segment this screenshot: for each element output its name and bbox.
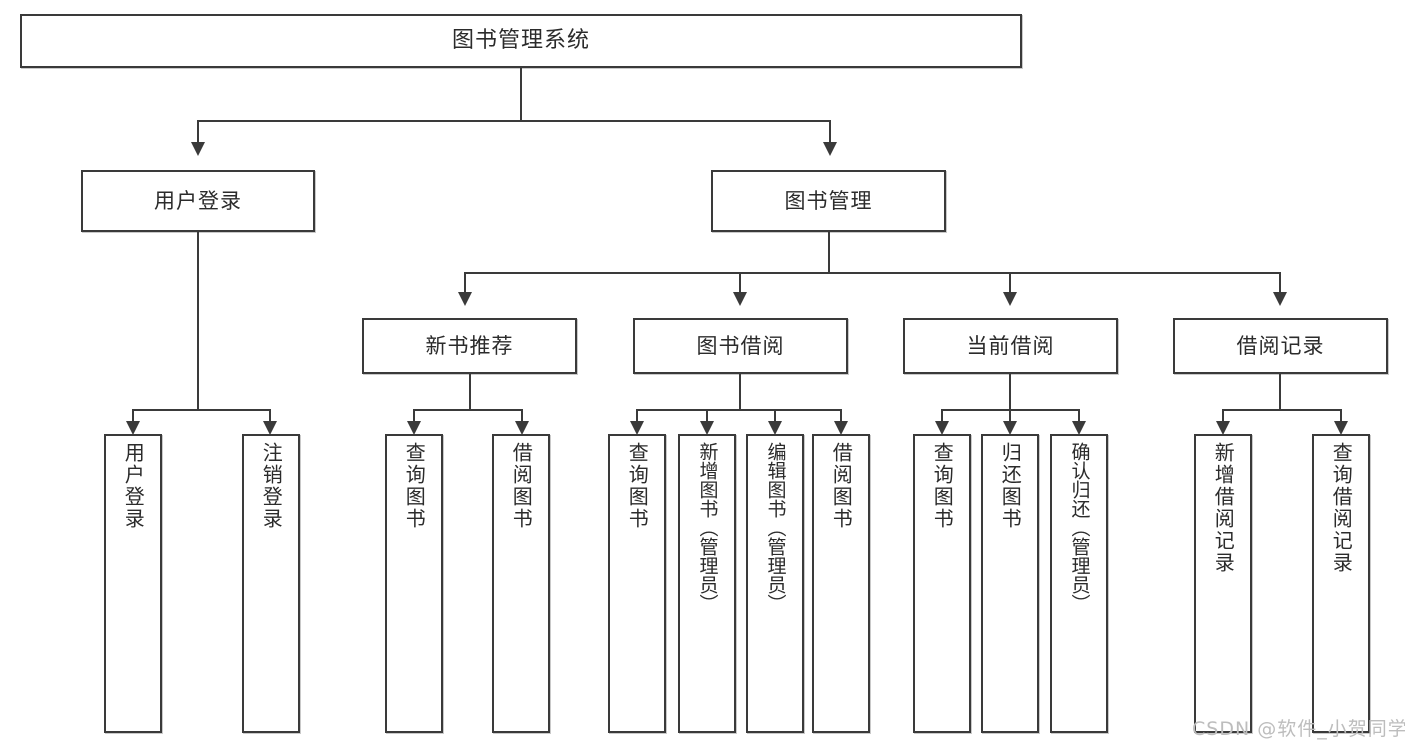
edge-root-stem [520, 68, 522, 120]
edge-drop-new-book [464, 272, 466, 292]
leaf-user-login[interactable]: 用户登录 [104, 434, 162, 733]
node-label: 新书推荐 [425, 333, 514, 358]
leaf-query-borrow-record[interactable]: 查询借阅记录 [1312, 434, 1370, 733]
edge-borrow-record-drop-2 [1340, 409, 1342, 421]
edge-new-book-drop-1 [413, 409, 415, 421]
node-label: 用户登录 [154, 188, 242, 213]
leaf-add-borrow-record[interactable]: 新增借阅记录 [1194, 434, 1252, 733]
edge-level3-bus [464, 272, 1281, 274]
arrow-to-leaf-return-book [1003, 421, 1017, 435]
arrow-to-current-borrow [1003, 292, 1017, 306]
leaf-return-book[interactable]: 归还图书 [981, 434, 1039, 733]
node-book-borrow[interactable]: 图书借阅 [633, 318, 848, 374]
arrow-to-leaf-borrow-book-1 [515, 421, 529, 435]
leaf-query-book-borrow[interactable]: 查询图书 [608, 434, 666, 733]
node-label: 用户登录 [121, 442, 146, 530]
node-borrow-record[interactable]: 借阅记录 [1173, 318, 1388, 374]
node-label: 借阅记录 [1236, 333, 1325, 358]
node-label: 图书管理 [784, 188, 873, 213]
arrow-to-leaf-query-book-1 [407, 421, 421, 435]
node-label: 编辑图书（管理员） [764, 442, 787, 613]
leaf-logout[interactable]: 注销登录 [242, 434, 300, 733]
node-label: 借阅图书 [829, 442, 854, 530]
leaf-query-book-recommend[interactable]: 查询图书 [385, 434, 443, 733]
edge-root-bus [197, 120, 831, 122]
node-label: 借阅图书 [509, 442, 534, 530]
edge-root-to-user-login [197, 120, 199, 142]
edge-book-borrow-stem [739, 374, 741, 409]
edge-book-borrow-drop-1 [636, 409, 638, 421]
node-book-management[interactable]: 图书管理 [711, 170, 946, 232]
node-label: 查询图书 [625, 442, 650, 530]
node-label: 归还图书 [998, 442, 1023, 530]
arrow-to-leaf-query-book-3 [935, 421, 949, 435]
leaf-edit-book-admin[interactable]: 编辑图书（管理员） [746, 434, 804, 733]
edge-drop-borrow-record [1279, 272, 1281, 292]
arrow-to-leaf-query-book-2 [630, 421, 644, 435]
edge-borrow-record-stem [1279, 374, 1281, 409]
node-label: 查询借阅记录 [1329, 442, 1354, 574]
edge-borrow-record-bus [1222, 409, 1342, 411]
node-label: 新增借阅记录 [1211, 442, 1236, 574]
edge-user-login-stem [197, 232, 199, 409]
edge-book-borrow-drop-2 [706, 409, 708, 421]
node-new-book-recommend[interactable]: 新书推荐 [362, 318, 577, 374]
node-label: 新增图书（管理员） [696, 442, 719, 613]
edge-new-book-stem [469, 374, 471, 409]
edge-current-borrow-stem [1009, 374, 1011, 409]
edge-current-borrow-drop-1 [941, 409, 943, 421]
node-label: 图书借阅 [696, 333, 785, 358]
leaf-borrow-book-recommend[interactable]: 借阅图书 [492, 434, 550, 733]
arrow-to-book-management [823, 142, 837, 156]
edge-book-management-stem [828, 232, 830, 272]
edge-drop-book-borrow [739, 272, 741, 292]
node-current-borrow[interactable]: 当前借阅 [903, 318, 1118, 374]
edge-current-borrow-drop-3 [1078, 409, 1080, 421]
arrow-to-borrow-record [1273, 292, 1287, 306]
edge-new-book-drop-2 [521, 409, 523, 421]
edge-user-login-drop-2 [269, 409, 271, 421]
edge-new-book-bus [413, 409, 523, 411]
edge-borrow-record-drop-1 [1222, 409, 1224, 421]
leaf-add-book-admin[interactable]: 新增图书（管理员） [678, 434, 736, 733]
edge-current-borrow-drop-2 [1009, 409, 1011, 421]
arrow-to-leaf-borrow-book-2 [834, 421, 848, 435]
edge-user-login-bus [132, 409, 270, 411]
edge-root-to-book-management [829, 120, 831, 142]
node-root-book-management-system[interactable]: 图书管理系统 [20, 14, 1022, 68]
node-label: 查询图书 [402, 442, 427, 530]
arrow-to-new-book-recommend [458, 292, 472, 306]
arrow-to-leaf-logout [263, 421, 277, 435]
leaf-borrow-book[interactable]: 借阅图书 [812, 434, 870, 733]
arrow-to-leaf-confirm-return [1072, 421, 1086, 435]
arrow-to-leaf-user-login [126, 421, 140, 435]
edge-book-borrow-drop-4 [840, 409, 842, 421]
edge-drop-current-borrow [1009, 272, 1011, 292]
node-user-login[interactable]: 用户登录 [81, 170, 315, 232]
leaf-confirm-return-admin[interactable]: 确认归还（管理员） [1050, 434, 1108, 733]
arrow-to-leaf-add-record [1216, 421, 1230, 435]
node-label: 查询图书 [930, 442, 955, 530]
csdn-watermark: CSDN @软件_小贺同学 [1192, 718, 1405, 740]
edge-book-borrow-drop-3 [774, 409, 776, 421]
arrow-to-leaf-query-record [1334, 421, 1348, 435]
arrow-to-user-login [191, 142, 205, 156]
node-label: 确认归还（管理员） [1068, 442, 1091, 613]
arrow-to-book-borrow [733, 292, 747, 306]
node-label: 当前借阅 [966, 333, 1055, 358]
node-label: 注销登录 [259, 442, 284, 530]
arrow-to-leaf-edit-book [768, 421, 782, 435]
arrow-to-leaf-add-book [700, 421, 714, 435]
edge-user-login-drop-1 [132, 409, 134, 421]
edge-book-borrow-bus [636, 409, 842, 411]
node-label: 图书管理系统 [451, 28, 590, 54]
leaf-query-book-current[interactable]: 查询图书 [913, 434, 971, 733]
